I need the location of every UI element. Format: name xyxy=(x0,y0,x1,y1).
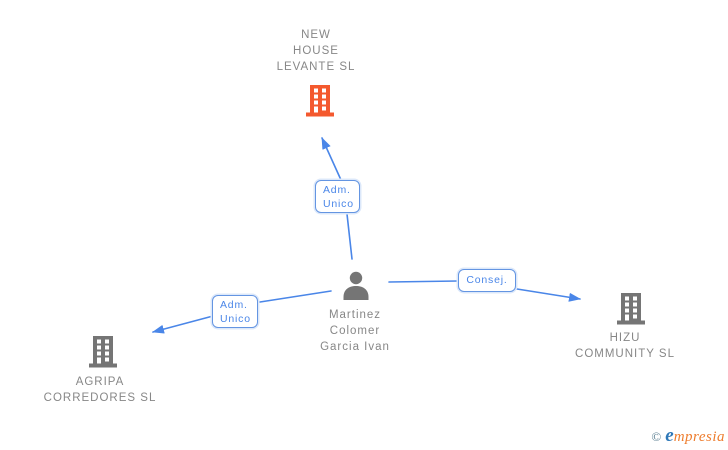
person-name-line: Martinez xyxy=(328,309,382,321)
edge-label-line: Adm. xyxy=(323,184,351,196)
company-name-line: COMMUNITY SL xyxy=(575,348,675,360)
building-icon-agripa[interactable] xyxy=(88,336,118,373)
edge-person-to-hizu-arrow xyxy=(516,288,581,302)
company-name-line: HOUSE xyxy=(293,45,339,57)
company-label-agripa[interactable]: AGRIPA CORREDORES SL xyxy=(20,374,180,406)
building-icon-new-house[interactable] xyxy=(305,85,335,122)
person-label-martinez[interactable]: Martinez Colomer Garcia Ivan xyxy=(285,307,425,355)
edge-label-consej-hizu[interactable]: Consej. xyxy=(458,269,516,292)
person-name-line: Garcia Ivan xyxy=(320,341,390,353)
company-label-new-house-levante[interactable]: NEW HOUSE LEVANTE SL xyxy=(236,27,396,75)
edge-person-to-agripa-segment xyxy=(259,290,332,303)
company-label-hizu[interactable]: HIZU COMMUNITY SL xyxy=(545,330,705,362)
edge-person-to-agripa-arrow xyxy=(152,315,214,334)
person-icon-martinez[interactable] xyxy=(341,271,371,306)
building-icon-hizu[interactable] xyxy=(616,293,646,330)
edge-label-line: Unico xyxy=(323,198,354,210)
company-name-line: NEW xyxy=(301,29,331,41)
person-name-line: Colomer xyxy=(329,325,381,337)
empresia-watermark[interactable]: ©empresia xyxy=(651,425,725,447)
company-name-line: CORREDORES SL xyxy=(43,392,157,404)
company-name-line: HIZU xyxy=(609,332,641,344)
edge-label-line: Adm. xyxy=(220,299,248,311)
company-name-line: LEVANTE SL xyxy=(276,61,356,73)
edge-person-to-hizu-segment xyxy=(388,280,459,283)
copyright-icon: © xyxy=(651,429,662,444)
brand-name: mpresia xyxy=(673,429,725,445)
edge-person-to-newhouse-segment xyxy=(346,213,353,260)
company-name-line: AGRIPA xyxy=(75,376,125,388)
brand-initial: e xyxy=(665,425,674,446)
edge-label-line: Consej. xyxy=(466,274,508,286)
edge-label-adm-unico-newhouse[interactable]: Adm. Unico xyxy=(315,180,360,213)
edge-person-to-newhouse-arrow xyxy=(321,137,342,181)
edge-label-line: Unico xyxy=(220,313,251,325)
edge-label-adm-unico-agripa[interactable]: Adm. Unico xyxy=(212,295,258,328)
